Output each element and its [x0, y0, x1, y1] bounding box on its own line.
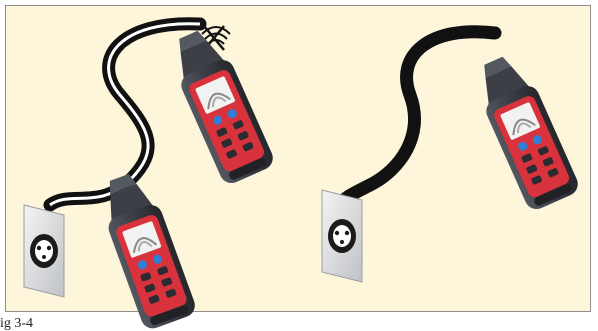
socket-icon — [322, 190, 362, 282]
figure-caption: ig 3-4 — [0, 316, 33, 331]
tester-device-upper — [163, 23, 277, 186]
right-scene — [322, 32, 582, 282]
cable-single — [335, 32, 495, 210]
tester-device-right — [468, 49, 582, 212]
socket-icon — [24, 205, 64, 297]
left-scene — [24, 23, 277, 331]
